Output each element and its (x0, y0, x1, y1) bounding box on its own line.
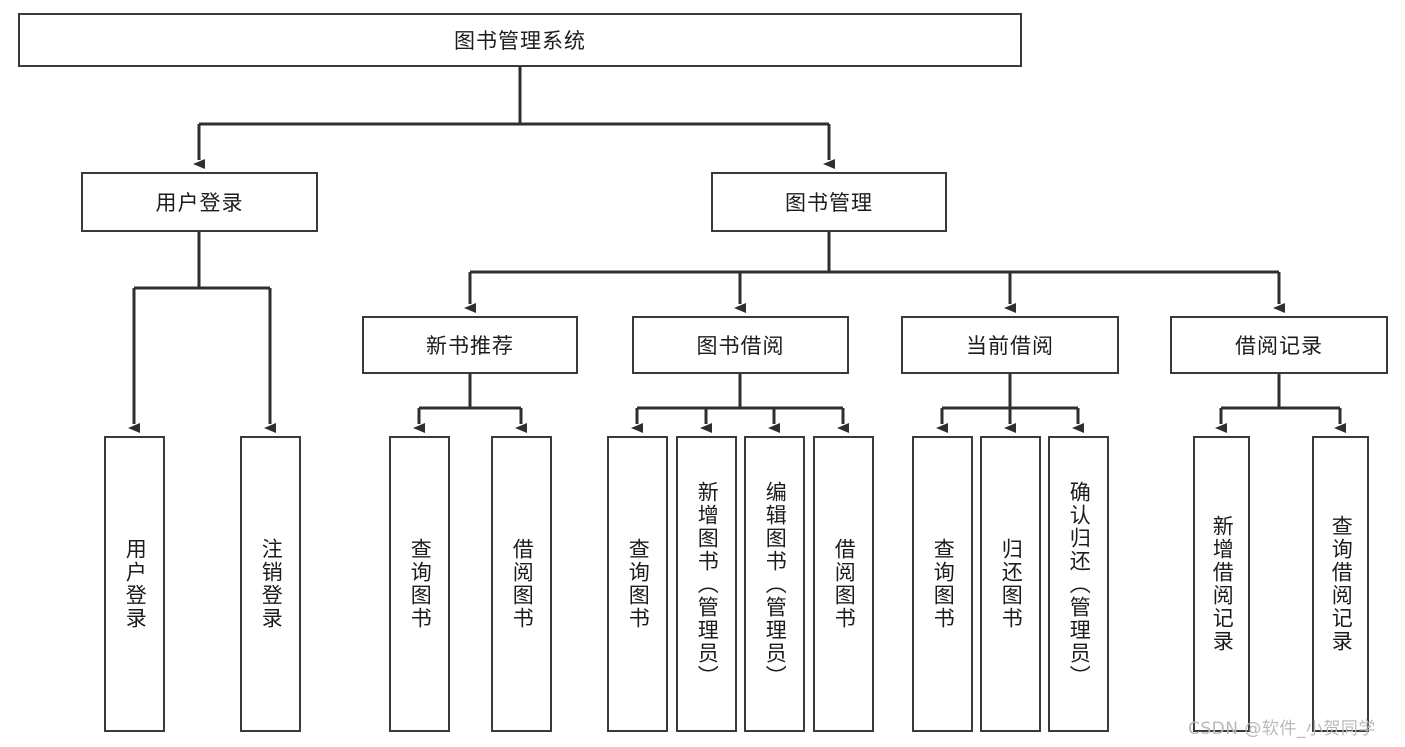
leaf-label: 注销登录 (259, 538, 284, 630)
leaf-label: 借阅图书 (832, 538, 857, 630)
leaf-new-book-query-book[interactable]: 查询图书 (389, 436, 450, 732)
node-borrow-record[interactable]: 借阅记录 (1170, 316, 1388, 374)
node-root-book-management-system[interactable]: 图书管理系统 (18, 13, 1022, 67)
leaf-book-borrow-query-book[interactable]: 查询图书 (607, 436, 668, 732)
node-label: 图书管理系统 (454, 29, 586, 53)
node-label: 当前借阅 (966, 334, 1054, 358)
leaf-current-borrow-query-book[interactable]: 查询图书 (912, 436, 973, 732)
leaf-borrow-record-add-record[interactable]: 新增借阅记录 (1193, 436, 1250, 732)
leaf-user-login-logout[interactable]: 注销登录 (240, 436, 301, 732)
leaf-user-login-login[interactable]: 用户登录 (104, 436, 165, 732)
node-label: 新书推荐 (426, 334, 514, 358)
leaf-label: 归还图书 (999, 538, 1024, 630)
node-current-borrow[interactable]: 当前借阅 (901, 316, 1119, 374)
node-user-login[interactable]: 用户登录 (81, 172, 318, 232)
leaf-borrow-record-query-record[interactable]: 查询借阅记录 (1312, 436, 1369, 732)
leaf-label: 新增图书（管理员） (695, 480, 720, 688)
leaf-label: 查询图书 (408, 538, 433, 630)
node-label: 借阅记录 (1235, 334, 1323, 358)
leaf-label: 确认归还（管理员） (1067, 480, 1092, 688)
leaf-label: 查询图书 (626, 538, 651, 630)
node-label: 图书借阅 (696, 334, 785, 358)
leaf-new-book-borrow-book[interactable]: 借阅图书 (491, 436, 552, 732)
leaf-label: 用户登录 (123, 538, 148, 630)
leaf-label: 编辑图书（管理员） (763, 480, 788, 688)
leaf-label: 查询借阅记录 (1329, 515, 1354, 653)
node-label: 用户登录 (155, 191, 244, 215)
leaf-current-borrow-confirm-return-admin[interactable]: 确认归还（管理员） (1048, 436, 1109, 732)
leaf-book-borrow-borrow-book[interactable]: 借阅图书 (813, 436, 874, 732)
leaf-book-borrow-edit-book-admin[interactable]: 编辑图书（管理员） (744, 436, 805, 732)
leaf-label: 借阅图书 (510, 538, 535, 630)
leaf-current-borrow-return-book[interactable]: 归还图书 (980, 436, 1041, 732)
leaf-label: 新增借阅记录 (1210, 515, 1235, 653)
node-new-book-recommend[interactable]: 新书推荐 (362, 316, 578, 374)
node-book-management[interactable]: 图书管理 (711, 172, 947, 232)
leaf-book-borrow-add-book-admin[interactable]: 新增图书（管理员） (676, 436, 737, 732)
node-book-borrow[interactable]: 图书借阅 (632, 316, 849, 374)
node-label: 图书管理 (785, 191, 873, 215)
leaf-label: 查询图书 (931, 538, 956, 630)
